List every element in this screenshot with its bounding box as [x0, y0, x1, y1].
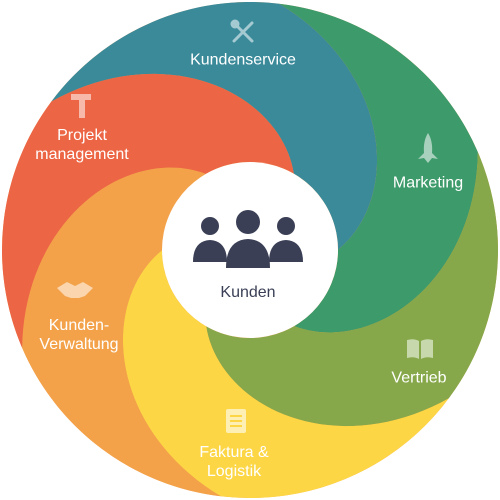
handshake-icon [57, 282, 93, 298]
rocket-icon [418, 133, 438, 163]
book-icon [407, 339, 433, 359]
segment-label-marketing: Marketing [392, 174, 464, 192]
segment-label-faktura: Faktura & Logistik [199, 444, 269, 480]
segment-faktura [122, 250, 449, 499]
segment-label-projektmanagement: Projekt management [35, 127, 129, 163]
segment-marketing [279, 3, 478, 333]
segment-label-kundenverwaltung: Kunden- Verwaltung [39, 317, 119, 353]
segment-kundenservice [51, 1, 378, 250]
segment-projektmanagement [2, 73, 294, 348]
segment-vertrieb [206, 152, 498, 427]
tools-icon [230, 19, 254, 43]
center-label: Kunden [220, 284, 276, 301]
segment-label-kundenservice: Kundenservice [190, 51, 296, 69]
hammer-icon [71, 94, 91, 118]
segment-label-vertrieb: Vertrieb [391, 369, 447, 387]
people-group-icon [193, 210, 303, 268]
segment-kundenverwaltung [22, 167, 221, 497]
document-icon [226, 409, 246, 433]
